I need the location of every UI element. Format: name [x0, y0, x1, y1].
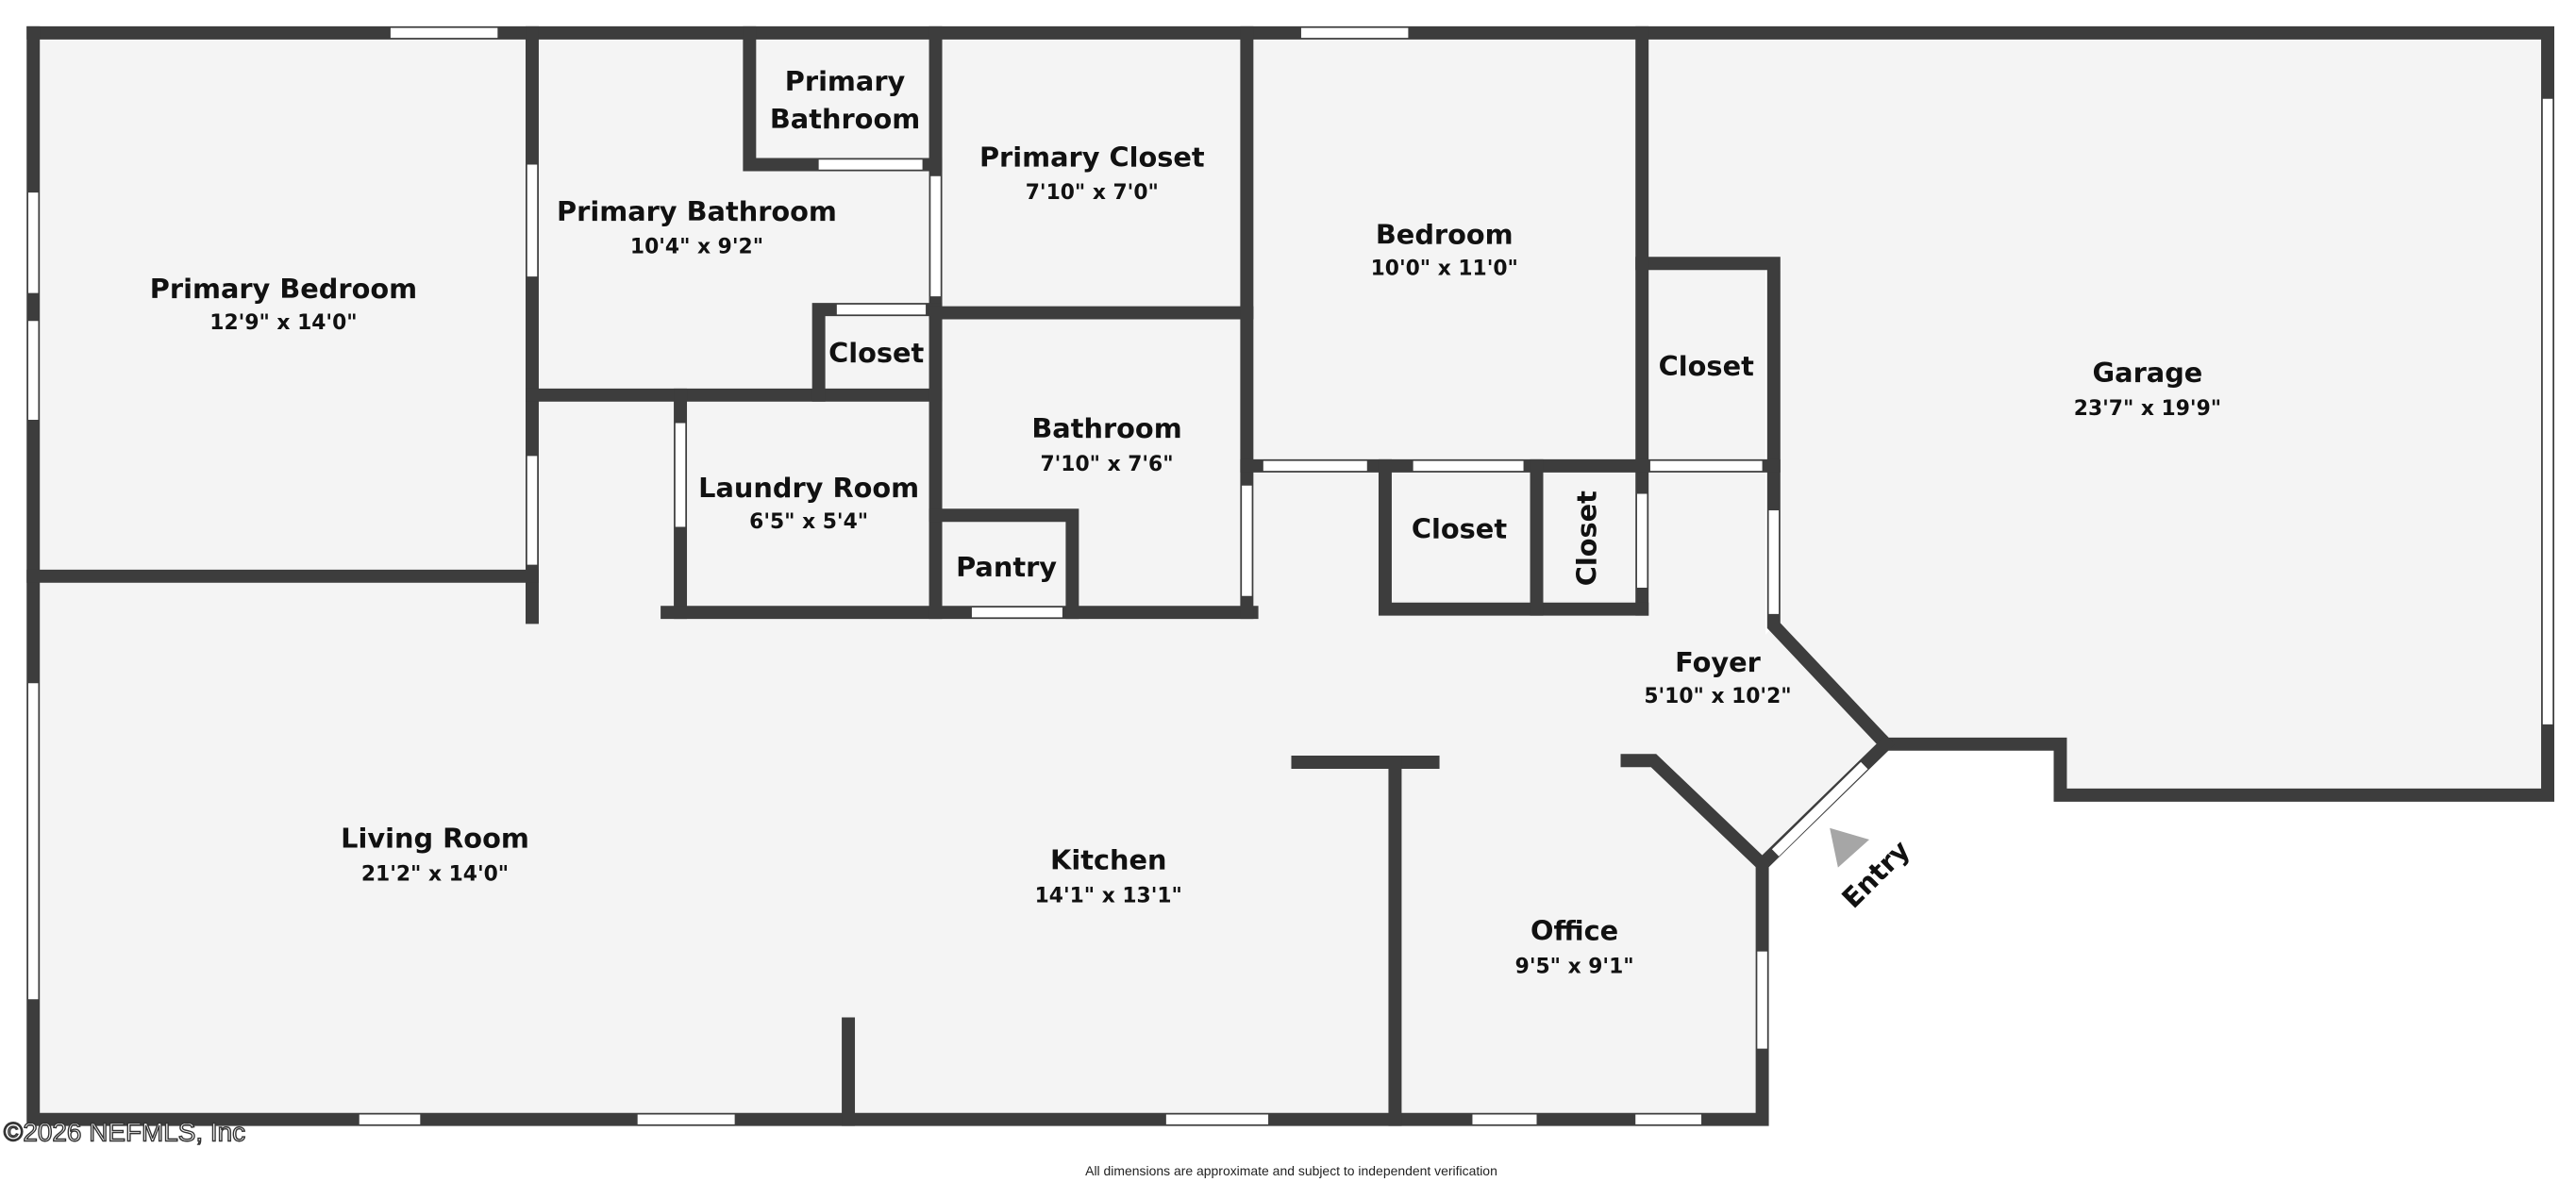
primary-bathroom-name: Primary Bathroom	[557, 195, 837, 227]
primary-bathroom-small-name-2: Bathroom	[770, 103, 920, 135]
primary-closet-dim: 7'10" x 7'0"	[1026, 181, 1159, 205]
closet-bedroom-name: Closet	[1412, 513, 1507, 545]
walls	[26, 25, 2555, 1126]
laundry-room-dim: 6'5" x 5'4"	[749, 510, 868, 534]
bedroom-name: Bedroom	[1376, 218, 1514, 250]
foyer-name: Foyer	[1675, 646, 1762, 678]
kitchen-name: Kitchen	[1050, 843, 1167, 875]
closet-narrow-name: Closet	[1570, 491, 1602, 586]
office-dim: 9'5" x 9'1"	[1515, 955, 1634, 978]
primary-closet-name: Primary Closet	[979, 141, 1205, 173]
primary-bedroom-dim: 12'9" x 14'0"	[209, 311, 357, 335]
pantry-name: Pantry	[956, 551, 1057, 583]
bathroom-dim: 7'10" x 7'6"	[1040, 453, 1173, 476]
bedroom-dim: 10'0" x 11'0"	[1371, 257, 1518, 280]
garage-name: Garage	[2093, 357, 2203, 389]
closet-small-name: Closet	[828, 337, 924, 369]
closet-garage-name: Closet	[1659, 350, 1754, 382]
foyer-dim: 5'10" x 10'2"	[1644, 685, 1791, 708]
watermark: ©2026 NEFMLS, Inc	[4, 1117, 245, 1146]
primary-bathroom-small-name-1: Primary	[785, 65, 906, 97]
garage-dim: 23'7" x 19'9"	[2074, 397, 2221, 421]
windows-and-doors	[27, 27, 2553, 1124]
living-room-name: Living Room	[341, 823, 529, 855]
living-room-dim: 21'2" x 14'0"	[361, 863, 509, 887]
entry-arrow-icon	[1830, 827, 1870, 868]
kitchen-dim: 14'1" x 13'1"	[1035, 884, 1182, 907]
office-name: Office	[1531, 914, 1618, 946]
primary-bedroom-name: Primary Bedroom	[150, 273, 417, 305]
laundry-room-name: Laundry Room	[698, 472, 919, 504]
primary-bathroom-dim: 10'4" x 9'2"	[630, 236, 763, 259]
room-labels: Primary Bedroom 12'9" x 14'0" Primary Ba…	[150, 65, 2221, 978]
bathroom-name: Bathroom	[1031, 412, 1181, 444]
disclaimer: All dimensions are approximate and subje…	[1085, 1163, 1497, 1178]
